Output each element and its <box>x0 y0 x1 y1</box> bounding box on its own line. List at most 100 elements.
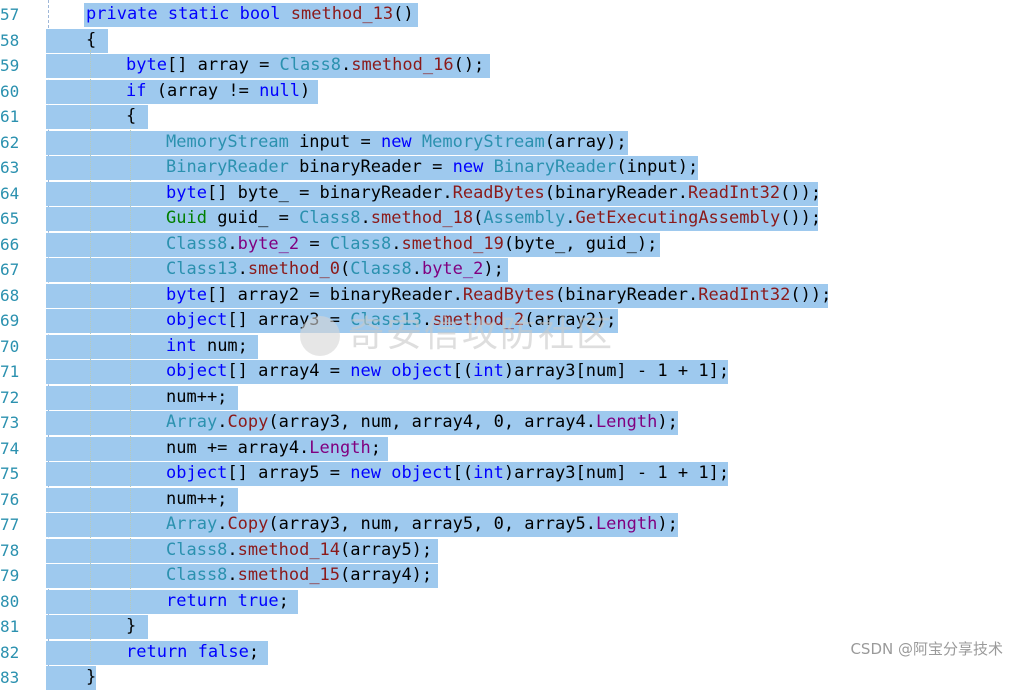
selection-highlight <box>46 436 388 461</box>
code-token: Length <box>595 514 658 534</box>
code-token: Class8 <box>329 233 392 254</box>
code-token: Guid <box>166 208 207 228</box>
code-token: object <box>166 463 228 483</box>
line-number: 59 <box>0 56 20 75</box>
line-number: 63 <box>0 158 20 177</box>
code-token: object <box>166 310 228 330</box>
code-token: 1 <box>657 361 668 381</box>
code-token: smethod_19 <box>401 233 504 254</box>
gutter-guide <box>48 0 49 667</box>
code-token: . <box>227 233 238 254</box>
code-token: Class13 <box>166 259 238 279</box>
line-number: 77 <box>0 515 20 534</box>
code-text: } <box>86 665 96 690</box>
code-text: { <box>86 28 96 53</box>
code-text: if (array != null) <box>126 79 310 104</box>
line-number: 62 <box>0 132 20 152</box>
line-number: 81 <box>0 617 20 636</box>
code-token: BinaryReader <box>166 157 289 177</box>
code-token: BinaryReader <box>493 157 617 177</box>
code-token: (binaryReader. <box>544 182 689 203</box>
selection-highlight <box>46 79 318 104</box>
code-token: smethod_15 <box>237 565 341 585</box>
code-token: Array <box>166 514 218 534</box>
code-token: [] byte_ = binaryReader. <box>206 182 453 203</box>
code-token: (array3, num, array5, <box>268 514 494 534</box>
code-token <box>412 132 422 152</box>
code-token: 0 <box>493 514 504 534</box>
code-token: smethod_0 <box>247 259 341 279</box>
code-line[interactable]: 58 { <box>0 28 1009 53</box>
code-token: smethod_16 <box>351 55 454 75</box>
code-token: num += array4. <box>166 437 310 458</box>
line-number: 66 <box>0 234 20 254</box>
code-token: . <box>565 208 576 228</box>
code-line[interactable]: 81} <box>0 614 1009 639</box>
code-line[interactable]: 62 MemoryStream input = new MemoryStream(… <box>0 130 1009 155</box>
code-text: MemoryStream input = new MemoryStream(ar… <box>166 130 627 155</box>
code-token: . <box>227 565 238 585</box>
code-token: Array <box>166 412 218 432</box>
selection-highlight <box>46 207 818 231</box>
indent-guide <box>130 126 131 611</box>
selection-highlight <box>46 130 628 155</box>
code-token: (input); <box>616 157 699 177</box>
selection-highlight <box>46 564 438 588</box>
code-token: ); <box>657 412 678 432</box>
code-token: num++; <box>166 386 228 407</box>
code-token: num; <box>196 335 248 356</box>
code-token <box>381 361 391 381</box>
code-token: byte <box>166 182 207 203</box>
watermark: 奇安信攻防社区 <box>300 305 614 357</box>
selection-highlight <box>46 513 678 537</box>
code-token: MemoryStream <box>421 131 545 152</box>
line-number: 58 <box>0 30 20 50</box>
code-token: byte <box>166 284 207 305</box>
selection-highlight <box>46 156 698 180</box>
selection-highlight <box>46 334 258 359</box>
code-text: Class8.byte_2 = Class8.smethod_19(byte_,… <box>166 232 657 257</box>
line-number: 78 <box>0 540 20 560</box>
code-text: byte[] array2 = binaryReader.ReadBytes(b… <box>166 283 831 308</box>
code-token: , array5. <box>503 514 596 534</box>
code-token <box>229 4 239 24</box>
code-line[interactable]: 83} <box>0 665 1009 690</box>
line-number: 73 <box>0 413 20 432</box>
code-token <box>158 4 168 24</box>
code-token: [] array2 = binaryReader. <box>206 284 463 305</box>
code-line[interactable]: 78 Class8.smethod_14(array5); <box>0 538 1009 563</box>
code-token: if <box>126 80 147 101</box>
code-token: . <box>421 310 433 330</box>
line-number: 75 <box>0 464 20 483</box>
code-token: input = <box>288 131 381 152</box>
code-token: object <box>166 361 228 381</box>
code-text: num++; <box>166 487 227 512</box>
selection-highlight <box>46 181 818 206</box>
code-line[interactable]: 61{ <box>0 104 1009 129</box>
code-text: Class8.smethod_14(array5); <box>166 538 432 563</box>
code-text: int num; <box>166 334 248 359</box>
code-token: int <box>473 463 504 483</box>
line-number: 83 <box>0 668 20 687</box>
